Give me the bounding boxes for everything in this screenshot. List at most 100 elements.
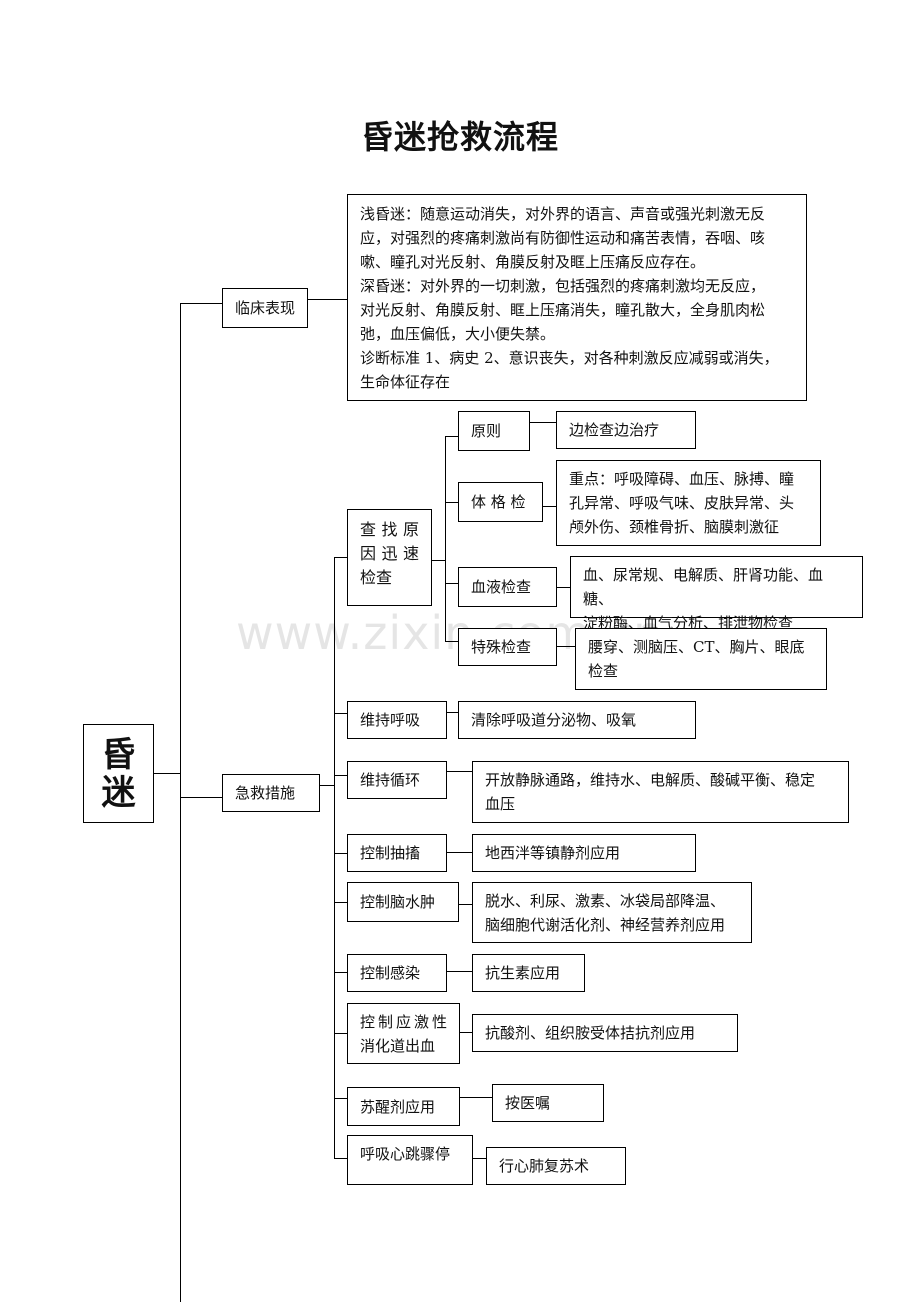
measure-control-infection: 控制感染 [347,954,447,992]
connector-line [431,560,446,561]
clinical-detail-box: 浅昏迷：随意运动消失，对外界的语言、声音或强光刺激无反 应，对强烈的疼痛刺激尚有… [347,194,807,401]
root-label: 昏迷 [101,734,136,813]
measure-detail-line: 开放静脉通路，维持水、电解质、酸碱平衡、稳定 [485,771,816,789]
measure-label: 维持循环 [360,771,421,789]
connector-line [154,773,181,774]
connector-line [180,303,222,304]
check-item-label: 特殊检查 [471,638,532,656]
clinical-detail-line: 嗽、瞳孔对光反射、角膜反射及眶上压痛反应存在。 [360,253,706,271]
connector-line [445,502,458,503]
measure-cardiac-arrest: 呼吸心跳骤停 [347,1135,473,1185]
measure-detail-line: 抗生素应用 [485,964,561,982]
find-cause-label-line: 检查 [360,568,393,587]
check-detail-blood-test: 血、尿常规、电解质、肝肾功能、血糖、 淀粉酶、血气分析、排泄物检查 [570,556,863,632]
clinical-detail-line: 浅昏迷：随意运动消失，对外界的语言、声音或强光刺激无反 [360,205,766,223]
find-cause-label-line: 查找原 [360,520,419,539]
check-detail-line: 颅外伤、颈椎骨折、脑膜刺激征 [569,518,780,536]
connector-line [334,902,348,903]
measure-label: 控制抽搐 [360,844,421,862]
check-detail-line: 检查 [588,662,619,680]
check-detail-physical-exam: 重点：呼吸障碍、血压、脉搏、瞳 孔异常、呼吸气味、皮肤异常、头 颅外伤、颈椎骨折… [556,460,821,546]
check-detail-line: 腰穿、测脑压、CT、胸片、眼底 [588,638,805,656]
measure-label: 苏醒剂应用 [360,1097,436,1116]
check-item-principle: 原则 [458,411,530,451]
measure-detail-line: 清除呼吸道分泌物、吸氧 [471,711,637,729]
connector-line [445,641,458,642]
measure-detail-line: 抗酸剂、组织胺受体拮抗剂应用 [485,1024,696,1042]
clinical-detail-line: 对光反射、角膜反射、眶上压痛消失，瞳孔散大，全身肌肉松 [360,301,766,319]
connector-line [529,422,557,423]
measure-detail-maintain-breathing: 清除呼吸道分泌物、吸氧 [458,701,696,739]
check-item-label: 原则 [471,422,502,440]
connector-line [180,303,181,1302]
connector-line [459,904,473,905]
connector-line [542,506,557,507]
measure-label: 维持呼吸 [360,711,421,729]
check-item-label: 体 格 检 [471,493,526,511]
measure-control-convulsion: 控制抽搐 [347,834,447,872]
measure-awakening-agent: 苏醒剂应用 [347,1087,460,1126]
check-detail-line: 孔异常、呼吸气味、皮肤异常、头 [569,494,795,512]
root-node: 昏迷 [83,724,154,823]
find-cause-label-line: 因迅速 [360,544,419,563]
measure-label: 呼吸心跳骤停 [360,1145,451,1163]
measure-detail-line: 按医嘱 [505,1094,551,1112]
connector-line [446,712,459,713]
measure-detail-control-brain-edema: 脱水、利尿、激素、冰袋局部降温、 脑细胞代谢活化剂、神经营养剂应用 [472,882,752,943]
clinical-detail-line: 诊断标准 1、病史 2、意识丧失，对各种刺激反应减弱或消失， [360,349,779,367]
connector-line [334,1033,348,1034]
connector-line [459,1097,492,1098]
measure-label: 控制脑水肿 [360,893,436,911]
measure-control-brain-edema: 控制脑水肿 [347,882,459,922]
rescue-node: 急救措施 [222,774,320,812]
check-detail-line: 淀粉酶、血气分析、排泄物检查 [583,614,794,632]
connector-line [320,785,335,786]
measure-detail-line: 行心肺复苏术 [499,1157,590,1175]
measure-detail-maintain-circulation: 开放静脉通路，维持水、电解质、酸碱平衡、稳定 血压 [472,761,849,823]
clinical-node: 临床表现 [222,288,308,328]
connector-line [446,971,473,972]
measure-label: 消化道出血 [360,1037,436,1055]
measure-maintain-circulation: 维持循环 [347,761,447,799]
connector-line [445,583,458,584]
check-detail-line: 边检查边治疗 [569,421,660,439]
clinical-detail-line: 生命体征存在 [360,373,451,391]
check-detail-line: 重点：呼吸障碍、血压、脉搏、瞳 [569,470,795,488]
check-detail-principle: 边检查边治疗 [556,411,696,449]
connector-line [472,1158,487,1159]
connector-line [334,853,348,854]
measure-label: 控制感染 [360,964,421,982]
connector-line [556,587,570,588]
connector-line [180,797,222,798]
connector-line [446,771,473,772]
connector-line [445,436,458,437]
connector-line [334,775,348,776]
measure-detail-line: 地西泮等镇静剂应用 [485,844,621,862]
connector-line [445,436,446,642]
measure-detail-line: 血压 [485,795,516,813]
measure-detail-awakening-agent: 按医嘱 [492,1084,604,1122]
measure-detail-control-infection: 抗生素应用 [472,954,585,992]
measure-detail-control-convulsion: 地西泮等镇静剂应用 [472,834,696,872]
clinical-label: 临床表现 [235,299,296,317]
connector-line [334,713,348,714]
clinical-detail-line: 深昏迷：对外界的一切刺激，包括强烈的疼痛刺激均无反应， [360,277,766,295]
connector-line [334,972,348,973]
connector-line [334,1158,348,1159]
connector-line [334,1098,348,1099]
connector-line [446,852,473,853]
measure-detail-cardiac-arrest: 行心肺复苏术 [486,1147,626,1185]
clinical-detail-line: 弛，血压偏低，大小便失禁。 [360,325,556,343]
connector-line [459,1032,473,1033]
check-detail-line: 血、尿常规、电解质、肝肾功能、血糖、 [583,566,824,608]
page-title: 昏迷抢救流程 [360,118,559,156]
find-cause-node: 查找原 因迅速 检查 [347,509,432,606]
connector-line [556,646,576,647]
connector-line [307,299,348,300]
rescue-label: 急救措施 [235,784,296,802]
measure-detail-line: 脑细胞代谢活化剂、神经营养剂应用 [485,916,726,934]
check-item-special-test: 特殊检查 [458,628,557,666]
check-item-physical-exam: 体 格 检 [458,482,543,522]
connector-line [334,557,335,1159]
measure-label: 控制应激性 [360,1013,447,1031]
